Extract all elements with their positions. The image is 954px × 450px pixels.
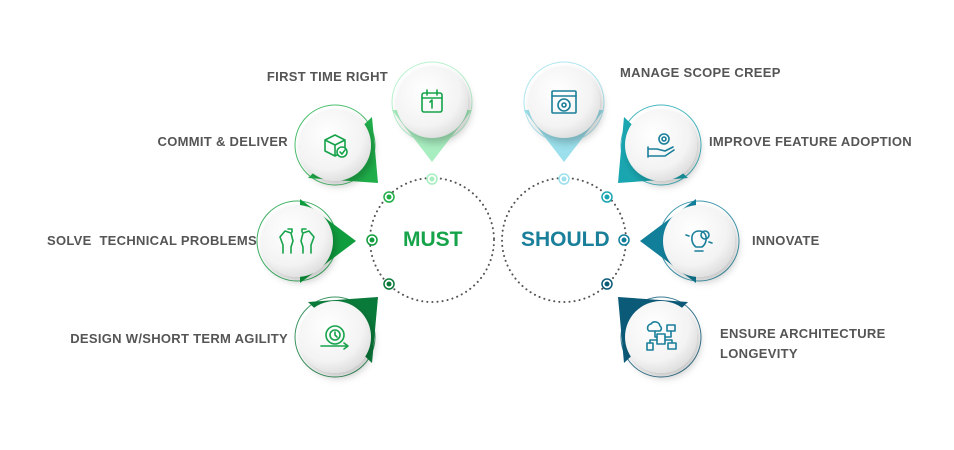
label-commit-deliver: COMMIT & DELIVER	[157, 134, 288, 149]
calendar-icon	[421, 89, 443, 113]
label-solve-technical-problems: SOLVE TECHNICAL PROBLEMS	[47, 233, 257, 248]
puzzle-hands-icon	[279, 228, 315, 254]
label-innovate: INNOVATE	[752, 233, 820, 248]
label-first-time-right: FIRST TIME RIGHT	[266, 69, 388, 84]
innovate-node	[658, 200, 740, 282]
improve-feature-adoption-connector-dot	[601, 191, 613, 203]
label-manage-scope-creep: MANAGE SCOPE CREEP	[620, 65, 781, 80]
manage-scope-creep-connector-dot	[558, 173, 570, 185]
first-time-right-node	[391, 61, 473, 143]
bulb-gear-icon	[685, 230, 713, 252]
ensure-architecture-longevity-node	[620, 296, 702, 378]
should-title: SHOULD	[521, 228, 610, 251]
architecture-network-icon	[646, 321, 677, 351]
solve-technical-problems-connector-dot	[366, 234, 378, 246]
design-short-term-agility-connector-dot	[383, 278, 395, 290]
must-title: MUST	[403, 228, 463, 251]
design-short-term-agility-node	[294, 296, 376, 378]
hand-gear-icon	[647, 133, 675, 158]
manage-scope-creep-node	[523, 61, 605, 143]
package-check-icon	[324, 134, 348, 158]
solve-technical-problems-node	[256, 200, 338, 282]
commit-deliver-node	[294, 104, 376, 186]
commit-deliver-connector-dot	[383, 191, 395, 203]
gear-clock-arrow-icon	[320, 325, 349, 350]
improve-feature-adoption-node	[620, 104, 702, 186]
browser-target-icon	[551, 90, 577, 114]
label-improve-feature-adoption: IMPROVE FEATURE ADOPTION	[709, 134, 912, 149]
ensure-architecture-longevity-connector-dot	[601, 278, 613, 290]
innovate-connector-dot	[618, 234, 630, 246]
label-design-short-term-agility: DESIGN W/SHORT TERM AGILITY	[70, 331, 288, 346]
label-ensure-architecture-longevity: ENSURE ARCHITECTURE LONGEVITY	[720, 326, 886, 361]
first-time-right-connector-dot	[426, 173, 438, 185]
